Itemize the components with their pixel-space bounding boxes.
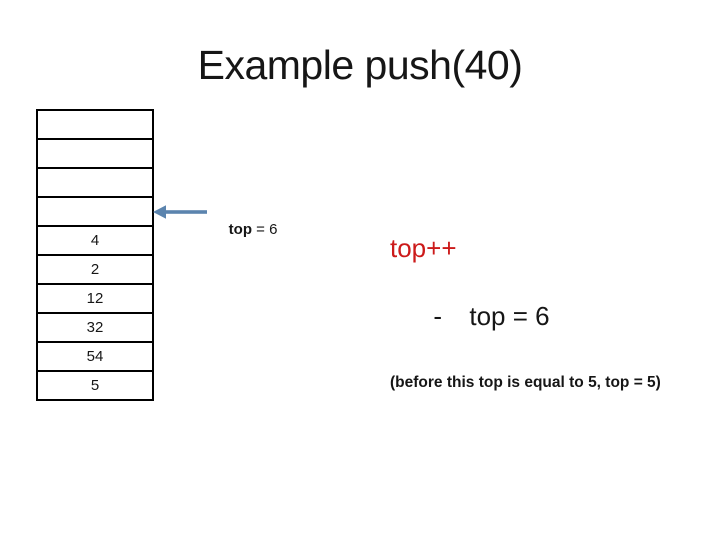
stack-cell	[38, 196, 152, 225]
stack-diagram: 4 2 12 32 54 5	[36, 109, 154, 401]
top-pointer-arrow-icon	[153, 205, 207, 219]
annotation-top-increment: top++	[390, 233, 457, 263]
stack-cell: 2	[38, 254, 152, 283]
top-pointer-label-keyword: top	[228, 221, 252, 238]
annotation-top-value: -top = 6	[390, 265, 661, 367]
slide-title: Example push(40)	[197, 42, 523, 88]
stack-cell	[38, 111, 152, 138]
stack-cell: 54	[38, 341, 152, 370]
stack-cell	[38, 138, 152, 167]
annotation-top-value-text: top = 6	[469, 301, 550, 331]
stack-cell	[38, 167, 152, 196]
annotation-block: top++ -top = 6 (before this top is equal…	[390, 231, 661, 392]
annotation-note: (before this top is equal to 5, top = 5)	[390, 374, 661, 391]
top-pointer-label-value: = 6	[252, 221, 278, 238]
stack-cell: 5	[38, 370, 152, 399]
stack-cell: 12	[38, 283, 152, 312]
top-pointer-label: top = 6	[212, 204, 278, 255]
annotation-dash: -	[433, 301, 443, 331]
stack-cell: 32	[38, 312, 152, 341]
stack-cell: 4	[38, 225, 152, 254]
